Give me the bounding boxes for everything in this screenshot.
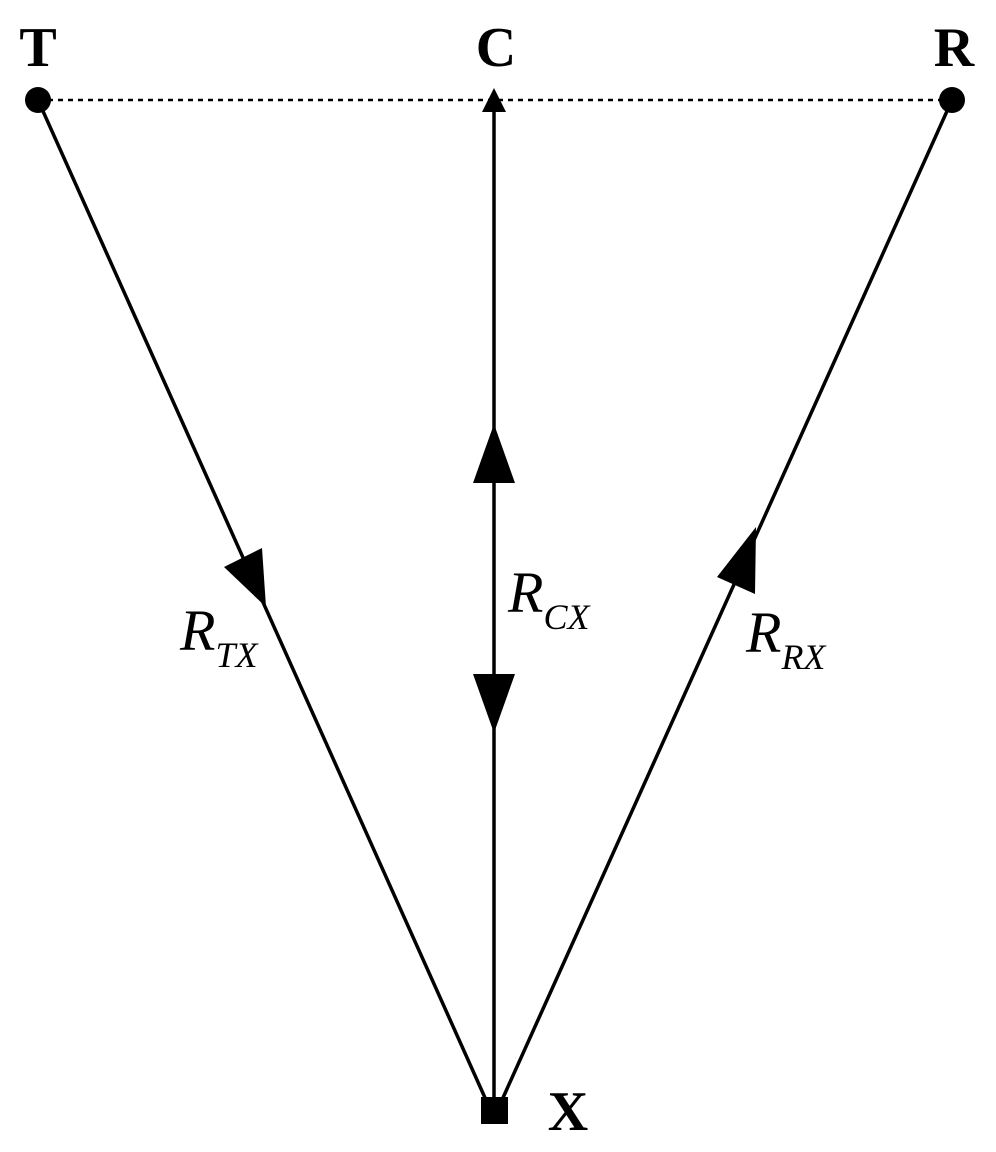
node-x-marker xyxy=(481,1097,508,1124)
edge-tx-label-sub: TX xyxy=(215,635,259,675)
edge-cx-label-sub: CX xyxy=(543,597,591,637)
node-r-label: R xyxy=(934,17,975,79)
edge-cx-label-main: R xyxy=(507,560,543,625)
edge-tx-label: RTX xyxy=(179,598,259,675)
node-t-marker xyxy=(25,87,51,113)
edge-line-x-to-r xyxy=(500,99,954,1101)
node-r-marker xyxy=(939,87,965,113)
edge-rx-label-sub: RX xyxy=(780,637,827,677)
arrow-down-cx-icon xyxy=(473,674,515,733)
arrow-up-at-c-icon xyxy=(482,88,506,112)
node-c-label: C xyxy=(476,17,516,79)
arrow-up-rx-icon xyxy=(717,527,756,594)
edge-rx-label-main: R xyxy=(745,600,781,665)
arrow-up-cx-icon xyxy=(473,424,515,483)
arrow-down-tx-icon xyxy=(224,548,266,607)
node-x-label: X xyxy=(548,1081,588,1143)
edge-cx-label: RCX xyxy=(507,560,591,637)
edge-rx-label: RRX xyxy=(745,600,827,677)
edge-tx-label-main: R xyxy=(179,598,215,663)
node-t-label: T xyxy=(19,17,56,79)
